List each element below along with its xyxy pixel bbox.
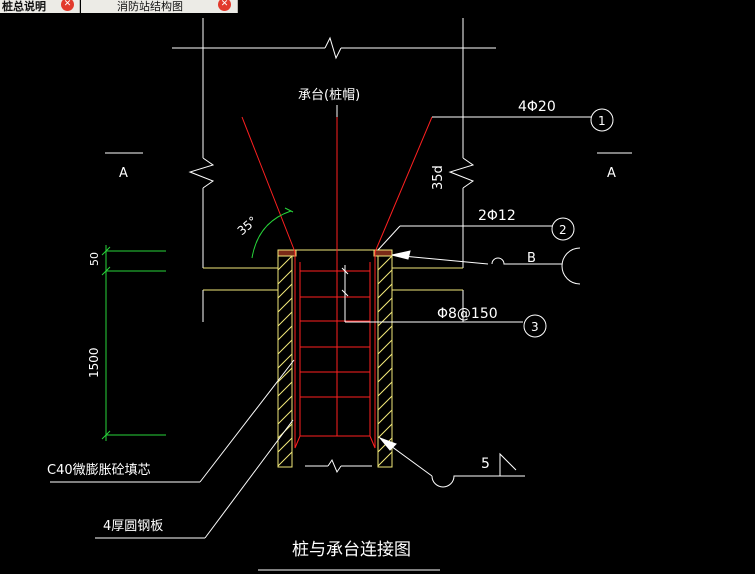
fill-note: C40微膨胀砼填芯 [47,463,151,478]
close-icon[interactable]: ✕ [61,0,74,11]
leader-lines [50,116,591,571]
section-label-right: A [607,166,616,181]
tab-bar: 桩总说明 ✕ 消防站结构图 ✕ [0,0,755,13]
rebar-2-label: 2Φ12 [478,208,516,224]
spacing-dimension [341,265,349,322]
dim-label-top: 50 [88,252,101,266]
angle-label: 35° [235,214,260,238]
marker-2-label: 2 [559,223,567,237]
dim-label-height: 1500 [87,347,101,378]
cap-label: 承台(桩帽) [298,87,360,103]
tab-fire-station-structure[interactable]: 消防站结构图 ✕ [81,0,238,13]
plate-note: 4厚圆钢板 [103,519,163,534]
rebar-cage [241,116,433,449]
tab-label: 桩总说明 [2,0,46,13]
rebar-3-label: Φ8@150 [437,306,498,322]
dimension-lines [101,245,166,441]
angle-arc [251,207,294,259]
cap-bottom-lines [203,249,463,291]
cap-outline [172,18,496,474]
detail-ref-label: B [527,251,536,266]
rebar-1-label: 4Φ20 [518,99,556,115]
tab-label: 消防站结构图 [117,0,183,13]
marker-1-label: 1 [598,114,606,128]
marker-circles [523,108,614,338]
steel-pile-shell [277,249,393,468]
tab-pile-notes[interactable]: 桩总说明 ✕ [0,0,80,13]
close-icon[interactable]: ✕ [218,0,231,11]
marker-3-label: 3 [531,320,539,334]
drawing-title: 桩与承台连接图 [292,540,411,560]
weld-size-label: 5 [481,456,490,472]
section-label-left: A [119,166,128,181]
anchor-length-label: 35d [431,165,446,190]
